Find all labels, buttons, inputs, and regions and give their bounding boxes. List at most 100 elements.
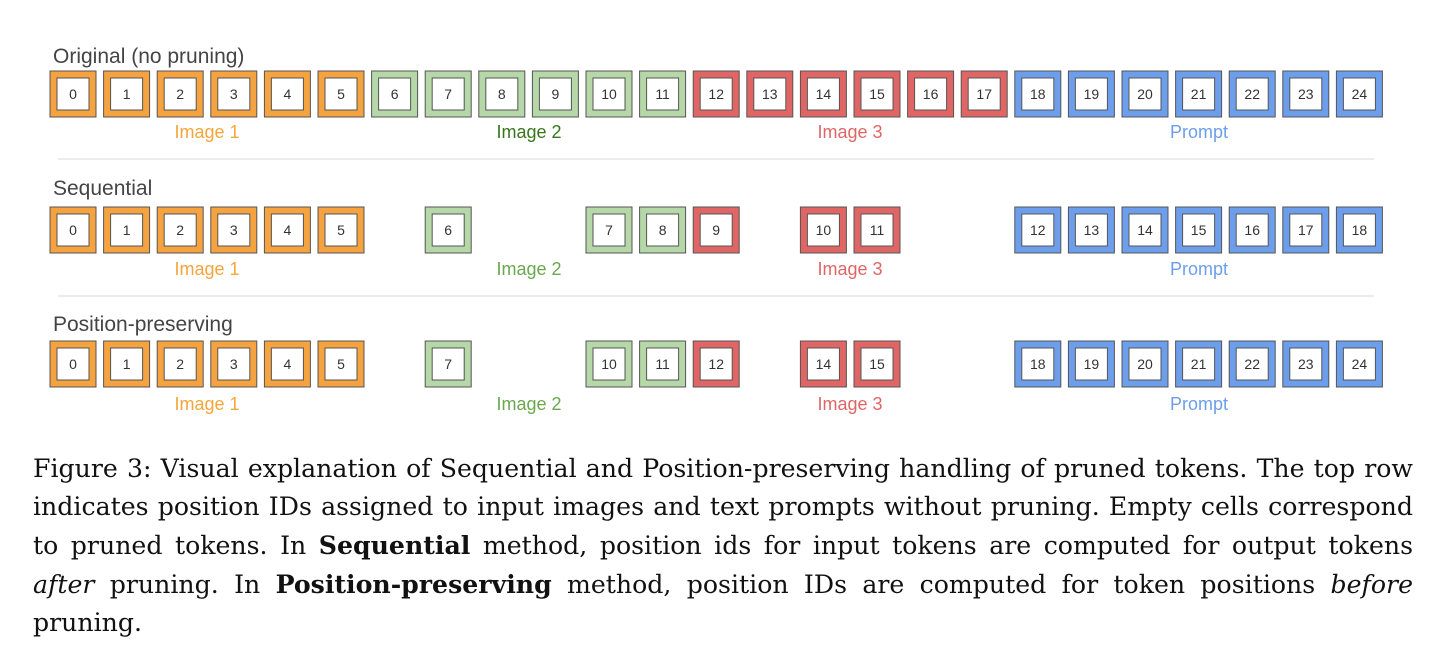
token-cell-inner [1342,213,1376,247]
token-id: 3 [230,356,238,372]
token-id: 15 [869,86,885,102]
token-cell-inner [163,213,197,247]
token-id: 17 [1298,222,1314,238]
caption-mid3: method, position IDs are computed for to… [551,570,1331,599]
figure-caption: Figure 3: Visual explanation of Sequenti… [33,450,1413,642]
token-id: 8 [498,86,506,102]
token-cell-inner [1074,213,1108,247]
token-id: 23 [1298,86,1314,102]
label-image-2: Image 2 [496,122,561,142]
token-id: 2 [176,86,184,102]
token-cell-inner [217,347,251,381]
token-id: 22 [1244,86,1260,102]
token-cell-inner [699,213,733,247]
token-id: 5 [337,356,345,372]
token-cell-inner [806,213,840,247]
token-cell-inner [163,347,197,381]
token-id: 3 [230,86,238,102]
token-id: 4 [284,356,292,372]
token-cell-inner [1021,347,1055,381]
token-id: 10 [601,356,617,372]
token-id: 1 [123,86,131,102]
token-id: 7 [444,86,452,102]
token-cell-inner [270,77,304,111]
row-title: Original (no pruning) [53,45,244,68]
caption-italic-after: after [33,570,95,599]
token-id: 1 [123,222,131,238]
token-cell-inner [217,77,251,111]
token-id: 4 [284,86,292,102]
token-cell-inner [431,77,465,111]
token-id: 21 [1191,356,1207,372]
caption-bold-sequential: Sequential [318,530,471,560]
token-cell-inner [110,347,144,381]
token-id: 14 [816,356,832,372]
caption-tail: pruning. [33,608,143,637]
token-cell-inner [1021,213,1055,247]
token-cell-inner [914,77,948,111]
token-id: 24 [1352,356,1368,372]
token-id: 4 [284,222,292,238]
token-id: 16 [1244,222,1260,238]
label-image-2: Image 2 [496,394,561,414]
token-id: 18 [1030,86,1046,102]
token-cell-inner [646,347,680,381]
token-id: 12 [708,86,724,102]
token-cell-inner [378,77,412,111]
token-cell-inner [270,213,304,247]
token-cell-inner [56,213,90,247]
token-id: 15 [869,356,885,372]
token-id: 11 [655,356,670,372]
token-cell-inner [592,77,626,111]
token-id: 19 [1084,356,1100,372]
token-id: 22 [1244,356,1260,372]
token-id: 6 [391,86,399,102]
token-id: 13 [762,86,778,102]
token-cell-inner [1289,77,1323,111]
token-cell-inner [110,213,144,247]
token-cell-inner [592,347,626,381]
token-id: 7 [444,356,452,372]
token-cell-inner [646,77,680,111]
token-id: 11 [870,222,885,238]
token-cell-inner [1182,77,1216,111]
token-id: 12 [1030,222,1046,238]
token-cell-inner [431,213,465,247]
token-cell-inner [217,213,251,247]
token-cell-inner [806,347,840,381]
token-id: 0 [69,356,77,372]
token-id: 19 [1084,86,1100,102]
token-cell-inner [538,77,572,111]
token-cell-inner [753,77,787,111]
token-cell-inner [1128,213,1162,247]
caption-italic-before: before [1330,570,1413,599]
token-id: 5 [337,222,345,238]
token-id: 2 [176,222,184,238]
token-id: 2 [176,356,184,372]
label-image-1: Image 1 [174,394,239,414]
token-id: 5 [337,86,345,102]
token-cell-inner [1235,213,1269,247]
token-cell-inner [163,77,197,111]
token-cell-inner [1074,77,1108,111]
token-cell-inner [646,213,680,247]
token-cell-inner [1128,347,1162,381]
caption-mid2: pruning. In [94,570,276,599]
label-image-3: Image 3 [817,394,882,414]
token-cell-inner [860,347,894,381]
token-id: 7 [605,222,613,238]
token-id: 9 [712,222,720,238]
token-id: 6 [444,222,452,238]
token-cell-inner [56,77,90,111]
token-cell-inner [699,77,733,111]
token-cell-inner [1182,347,1216,381]
token-cell-inner [324,77,358,111]
label-image-2: Image 2 [496,259,561,279]
token-cell-inner [699,347,733,381]
token-cell-inner [1235,77,1269,111]
token-id: 10 [601,86,617,102]
token-id: 11 [655,86,670,102]
token-id: 23 [1298,356,1314,372]
